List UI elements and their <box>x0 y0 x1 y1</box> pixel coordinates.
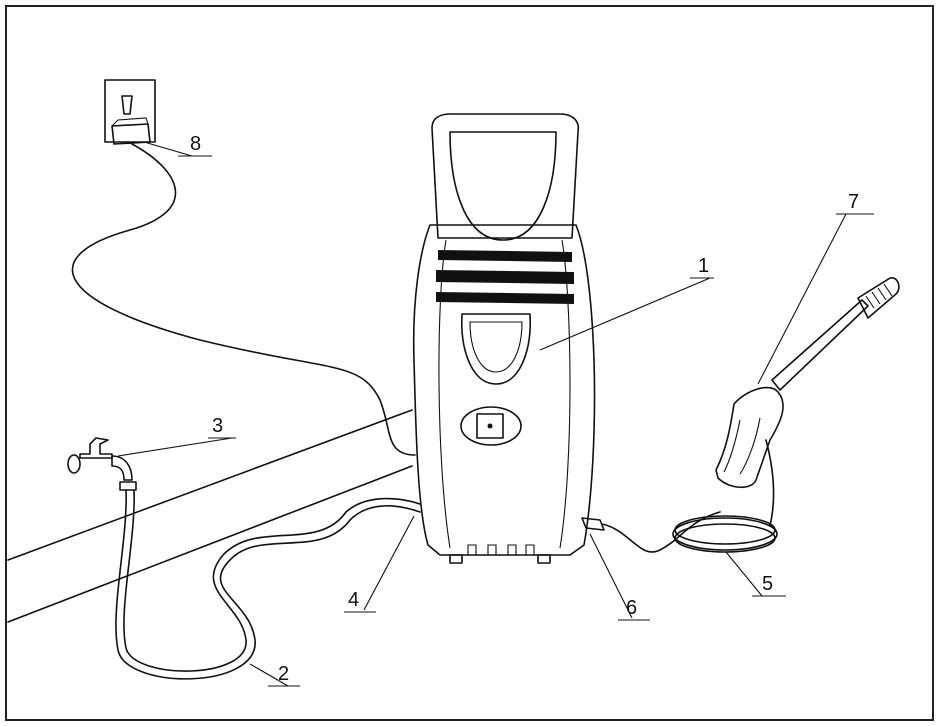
high-pressure-hose <box>581 439 778 553</box>
garden-hose <box>115 489 421 680</box>
diagram-frame <box>5 5 934 721</box>
callout-6: 6 <box>626 597 637 619</box>
callout-8: 8 <box>190 133 201 155</box>
callout-3: 3 <box>212 415 223 437</box>
callout-1: 1 <box>698 255 709 277</box>
leader-lines <box>117 141 874 687</box>
power-cord <box>71 143 416 456</box>
callout-5: 5 <box>762 573 773 595</box>
callout-7: 7 <box>848 191 859 213</box>
water-tap <box>67 437 137 491</box>
power-plug <box>111 117 151 145</box>
callout-2: 2 <box>278 663 289 685</box>
ground-lines <box>7 409 413 623</box>
spray-gun <box>715 277 900 489</box>
pressure-washer-unit <box>412 113 596 564</box>
callout-4: 4 <box>348 589 359 611</box>
wall-socket <box>104 79 156 145</box>
